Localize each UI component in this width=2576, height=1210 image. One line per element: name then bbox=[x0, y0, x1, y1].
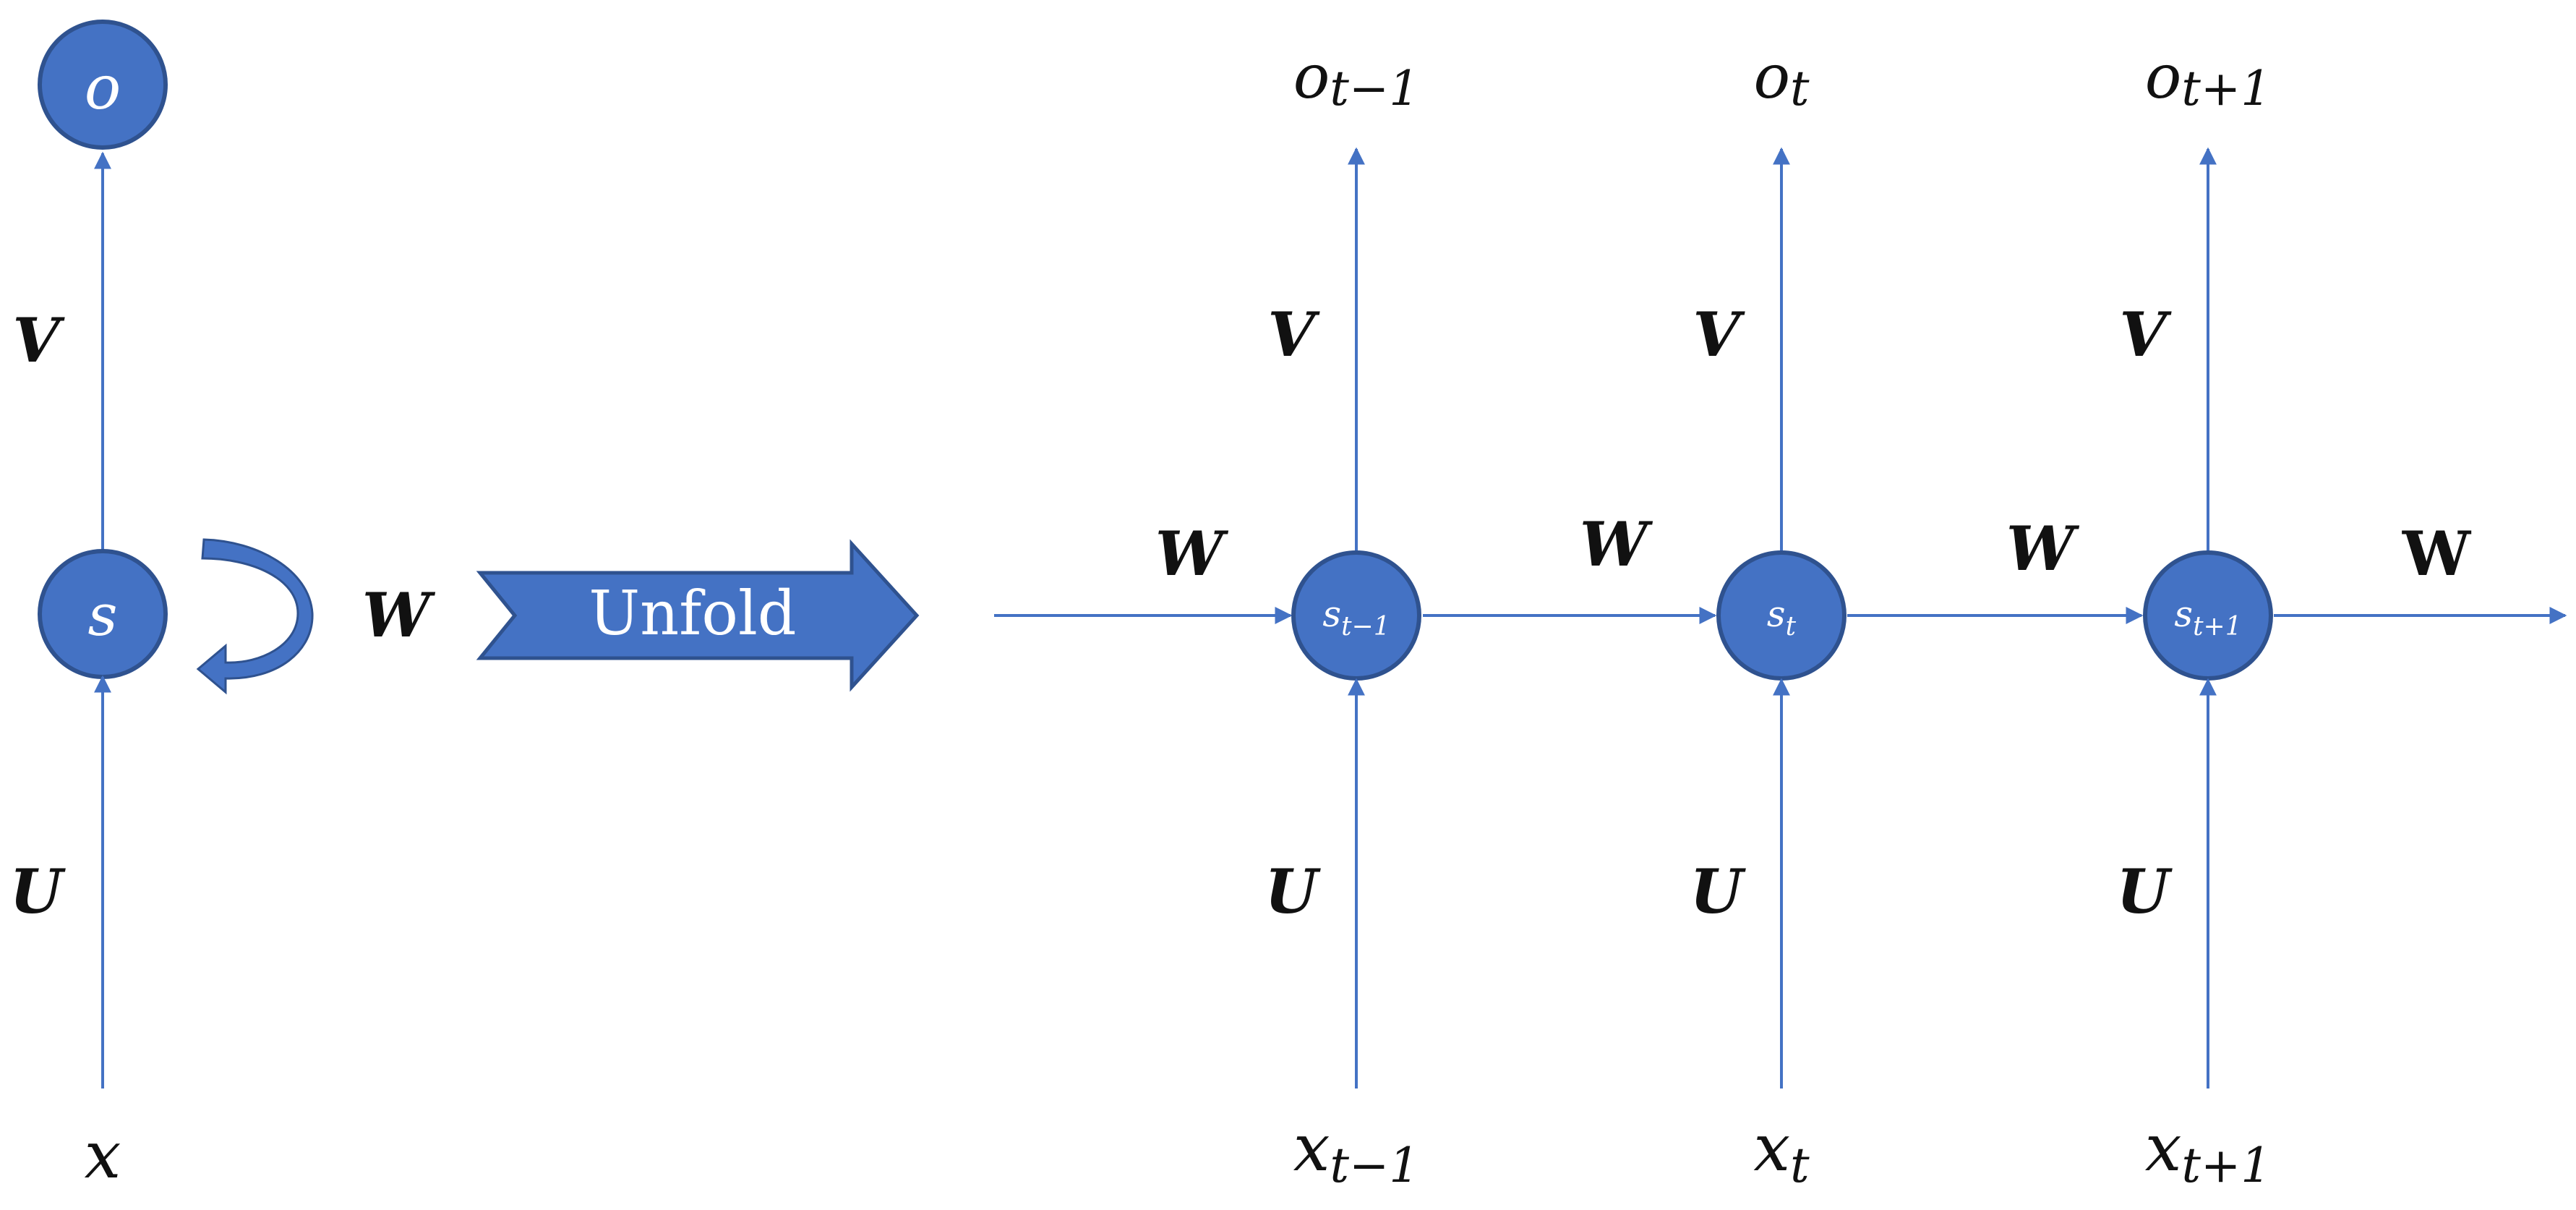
state-node-label: st bbox=[1767, 593, 1797, 642]
input-label: xt−1 bbox=[1293, 1110, 1420, 1193]
state-node-label: st+1 bbox=[2174, 593, 2241, 642]
weight-v-label: V bbox=[2119, 299, 2172, 370]
weight-u-label: U bbox=[2116, 856, 2173, 927]
folded-output-node bbox=[38, 20, 168, 150]
state-node-label: st−1 bbox=[1322, 593, 1390, 642]
folded-state-node-label: s bbox=[87, 581, 117, 649]
unfolded-step: ot+1 V st+1 U xt+1 bbox=[2116, 41, 2273, 1193]
folded-output-node-label: o bbox=[85, 52, 121, 123]
recurrent-weight-label-0: W bbox=[1155, 518, 1229, 589]
input-label: xt+1 bbox=[2145, 1110, 2272, 1193]
folded-rnn: o V s W U x bbox=[9, 20, 436, 1193]
weight-v-label: V bbox=[1693, 299, 1745, 370]
unfold-arrow: Unfold bbox=[476, 539, 920, 692]
folded-weight-v-label: V bbox=[12, 304, 65, 376]
unfolded-rnn: W W W W ot−1 V st−1 U xt−1 ot bbox=[994, 41, 2567, 1193]
unfolded-step: ot V st U xt bbox=[1690, 41, 1847, 1193]
weight-u-label: U bbox=[1265, 856, 1321, 927]
folded-input-label: x bbox=[85, 1117, 121, 1193]
recurrent-weight-label-1: W bbox=[1580, 508, 1653, 580]
unfold-arrow-label: Unfold bbox=[589, 578, 796, 649]
weight-v-label: V bbox=[1267, 299, 1320, 370]
output-label: ot−1 bbox=[1293, 41, 1419, 116]
unfold-arrow-icon bbox=[476, 539, 920, 692]
weight-u-label: U bbox=[1690, 856, 1746, 927]
recurrent-weight-label-3: W bbox=[2402, 518, 2472, 589]
folded-weight-w-label: W bbox=[362, 579, 436, 651]
recurrent-loop-icon bbox=[196, 538, 314, 695]
output-label: ot bbox=[1753, 41, 1810, 116]
folded-weight-u-label: U bbox=[9, 856, 66, 927]
output-label: ot+1 bbox=[2145, 41, 2271, 116]
recurrent-weight-label-2: W bbox=[2006, 513, 2080, 584]
input-label: xt bbox=[1753, 1110, 1810, 1193]
unfolded-step: ot−1 V st−1 U xt−1 bbox=[1265, 41, 1421, 1193]
